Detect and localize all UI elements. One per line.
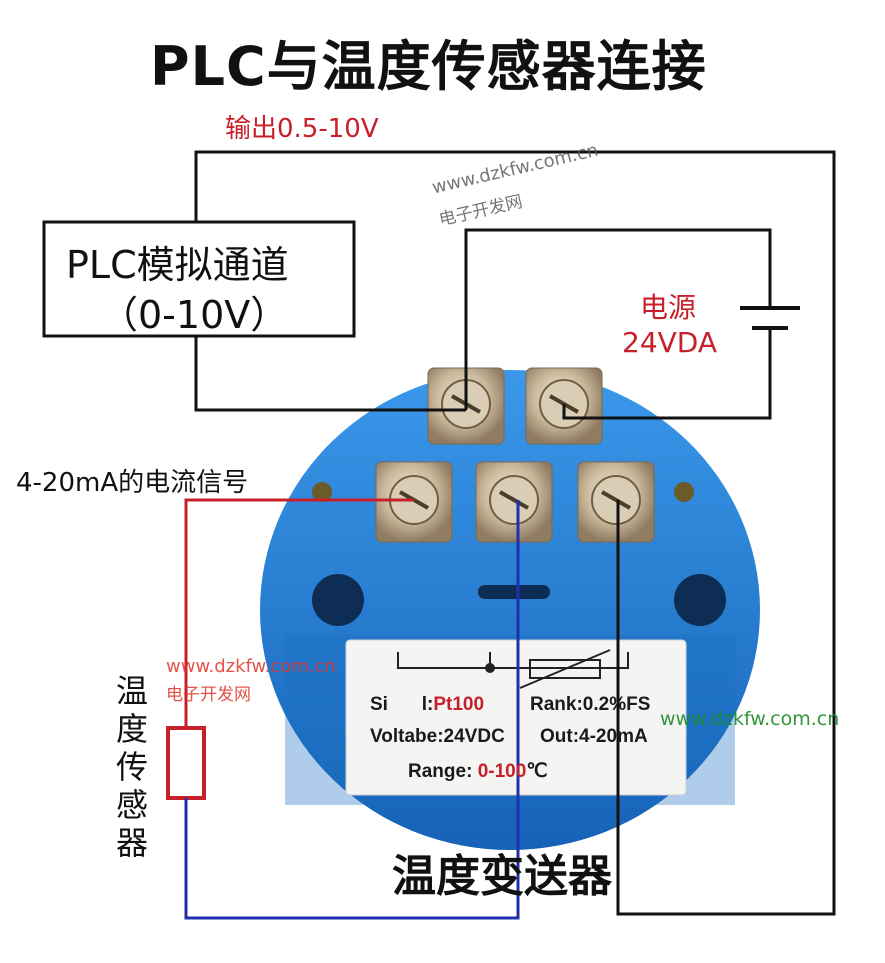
watermark-url: www.dzkfw.com.cn [166,656,336,677]
nameplate-range: Range: 0-100℃ [408,760,548,783]
nameplate-range-value: 0-100 [477,761,527,782]
current-signal-label: 4-20mA的电流信号 [16,468,249,498]
watermark-name: 电子开发网 [166,685,251,705]
plc-analog-channel-box [42,220,356,338]
wire-sensor-red [184,498,414,728]
temperature-sensor-label: 温度传感器 [116,672,149,862]
nameplate-signal-value: Pt100 [433,694,485,715]
nameplate-range-unit: ℃ [526,761,548,782]
watermark-url: www.dzkfw.com.cn [660,708,840,730]
nameplate-signal-key: Si [370,694,388,715]
wire-plc-return [194,336,466,412]
nameplate-signal-key-rest: l: [421,694,434,715]
power-supply-label: 电源 [640,291,697,324]
wire-sensor-blue [184,500,520,920]
battery-symbol [740,306,800,330]
nameplate-range-key: Range: [408,761,473,782]
nameplate-rank: Rank:0.2%FS [530,694,651,715]
temperature-transmitter-label: 温度变送器 [392,851,612,902]
plc-box-range: （0-10V） [100,293,289,337]
wire-power-negative [562,330,772,420]
power-supply-voltage: 24VDA [622,326,718,359]
terminal-bottom-left[interactable] [375,461,453,543]
wire-output-loop [194,150,836,916]
nameplate-output: Out:4-20mA [540,726,648,747]
nameplate-voltage: Voltabe:24VDC [370,726,505,747]
diagram-title: PLC与温度传感器连接 [150,35,707,98]
plc-box-title: PLC模拟通道 [66,243,289,287]
output-voltage-label: 输出0.5-10V [225,114,379,144]
nameplate [345,639,687,796]
nameplate-signal: Signal:Pt100 [370,694,485,715]
terminal-bottom-right[interactable] [577,461,655,543]
sensor-resistor [166,726,206,800]
wire-power-positive [464,228,772,410]
terminal-bottom-middle[interactable] [475,461,553,543]
